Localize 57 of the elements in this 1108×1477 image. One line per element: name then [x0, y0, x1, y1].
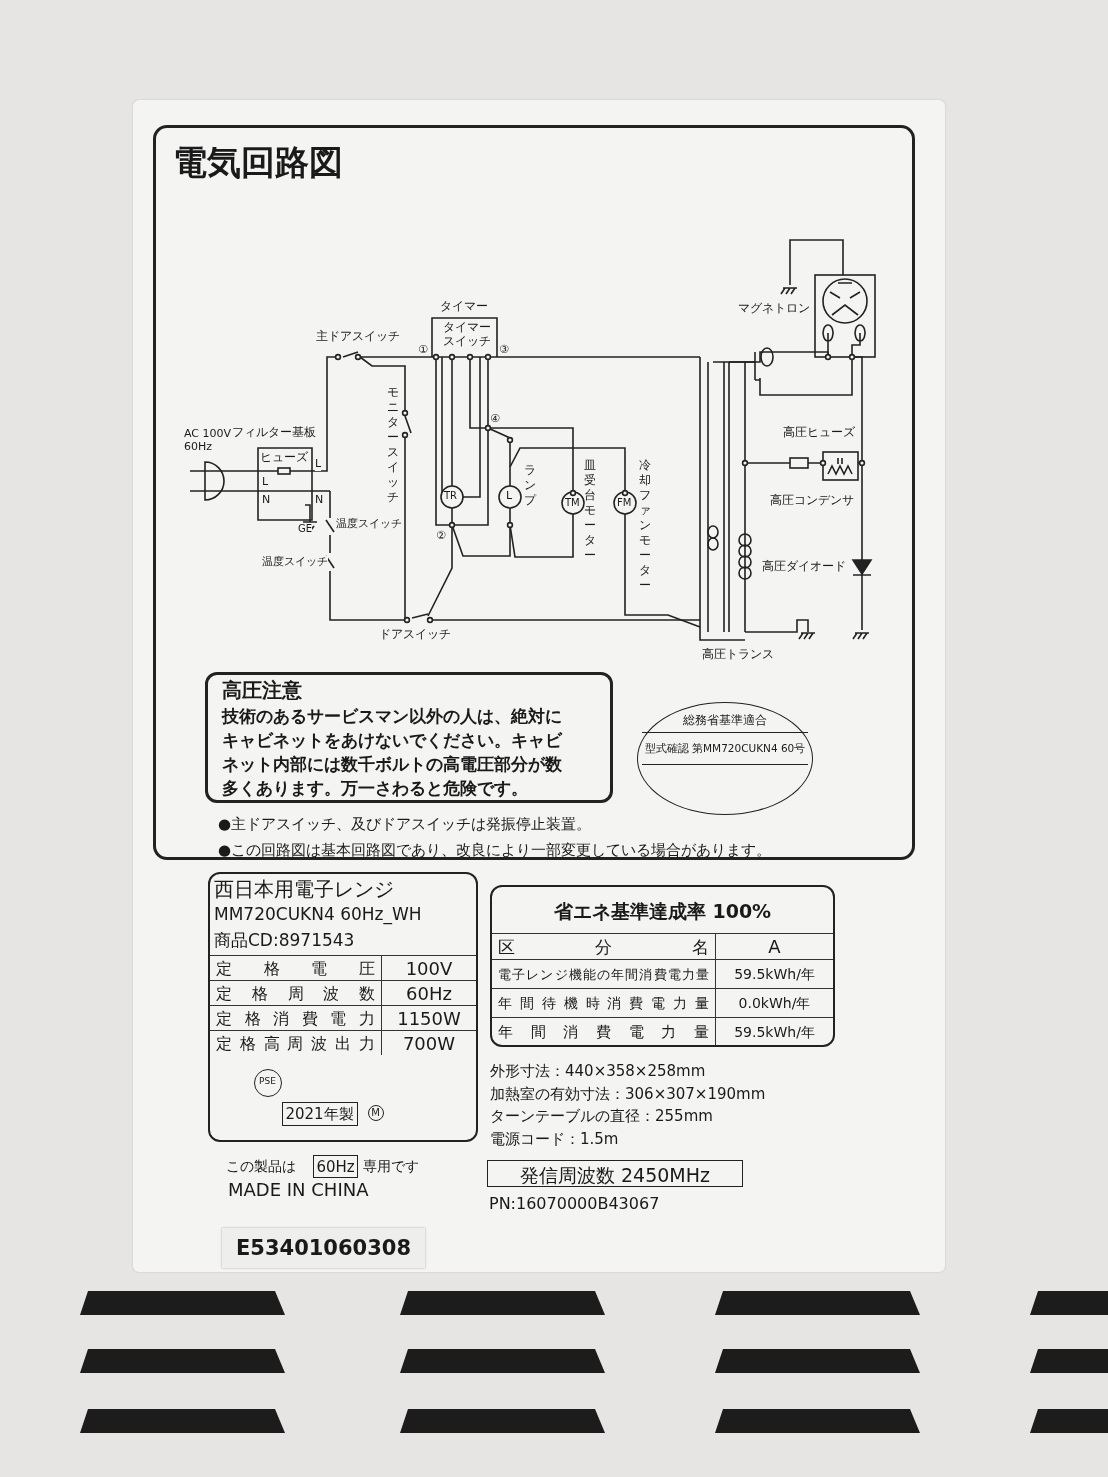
warning-text: 技術のあるサービスマン以外の人は、絶対にキャビネットをあけないでください。キャビネット内部には数千ボルトの高電圧部分が数多くあります。万一さわると危険です。	[222, 705, 563, 800]
label-text: 電源コード：1.5m	[490, 1131, 619, 1149]
label-text: ●この回路図は基本回路図であり、改良により一部変更している場合があります。	[218, 842, 772, 860]
label-text: フィルター基板	[232, 426, 316, 440]
label-text: 高圧ダイオード	[762, 560, 846, 574]
spec-panel	[208, 872, 478, 1142]
label-text: FM	[617, 497, 632, 509]
label-text: L	[506, 490, 513, 503]
label-text: 主ドアスイッチ	[316, 330, 400, 344]
label-text: ③	[499, 344, 509, 357]
box-text: 発信周波数 2450MHz	[518, 1163, 711, 1188]
certification-oval	[637, 702, 813, 815]
label-text: ①	[418, 344, 428, 357]
model-text: MM720CUKN4 60Hz_WH	[214, 904, 422, 924]
label-text: モニタースイッチ	[387, 385, 399, 505]
label-text: 高圧ヒューズ	[783, 426, 855, 440]
oval-text: 型式確認 第MM720CUKN4 60号	[643, 742, 807, 756]
label-text: MADE IN CHINA	[228, 1180, 369, 1201]
label-text: ②	[436, 530, 446, 543]
label-text: PN:16070000B43067	[489, 1195, 660, 1214]
label-text: GE	[298, 523, 313, 535]
label-text: この製品は	[226, 1158, 296, 1175]
label-text: タイマー	[440, 300, 488, 314]
label-text: 高圧トランス	[702, 648, 774, 662]
frequency-box	[487, 1160, 743, 1187]
diagram-title: 電気回路図	[173, 141, 343, 184]
serial-number: E53401060308	[234, 1236, 413, 1260]
warning-heading: 高圧注意	[222, 677, 302, 704]
label-text: L	[315, 458, 322, 471]
energy-panel	[490, 885, 835, 1047]
label-text: ランプ	[524, 463, 536, 508]
box-text: 60Hz	[315, 1158, 356, 1176]
label-text: ターンテーブルの直径：255mm	[490, 1108, 713, 1126]
product-title: 西日本用電子レンジ	[214, 876, 394, 903]
label-text: マグネトロン	[738, 302, 810, 316]
label-text: TM	[565, 497, 580, 509]
label-text: 冷却ファンモーター	[639, 458, 651, 593]
oval-text: 総務省基準適合	[682, 712, 768, 729]
panel-heading: 省エネ基準達成率 100%	[552, 899, 773, 924]
label-text: ●主ドアスイッチ、及びドアスイッチは発振停止装置。	[218, 816, 592, 834]
serial-sticker	[222, 1228, 425, 1268]
label-text: ④	[490, 413, 500, 426]
warning-box	[205, 672, 613, 803]
label-text: 温度スイッチ	[336, 518, 402, 531]
label-text: 専用です	[363, 1158, 419, 1175]
label-text: タイマースイッチ	[442, 321, 492, 349]
label-text: 加熱室の有効寸法：306×307×190mm	[490, 1086, 766, 1104]
label-text: 外形寸法：440×358×258mm	[490, 1063, 706, 1081]
label-text: 温度スイッチ	[262, 556, 328, 569]
label-text: ヒューズ	[260, 451, 308, 465]
mark-text: PSE	[258, 1075, 277, 1086]
mark-text: M	[370, 1106, 381, 1118]
product-code: 商品CD:8971543	[214, 929, 355, 952]
box-text: 2021年製	[284, 1104, 355, 1124]
label-text: 皿受台モーター	[584, 458, 596, 563]
label-text: TR	[444, 490, 458, 502]
label-text: 高圧コンデンサ	[770, 494, 854, 508]
